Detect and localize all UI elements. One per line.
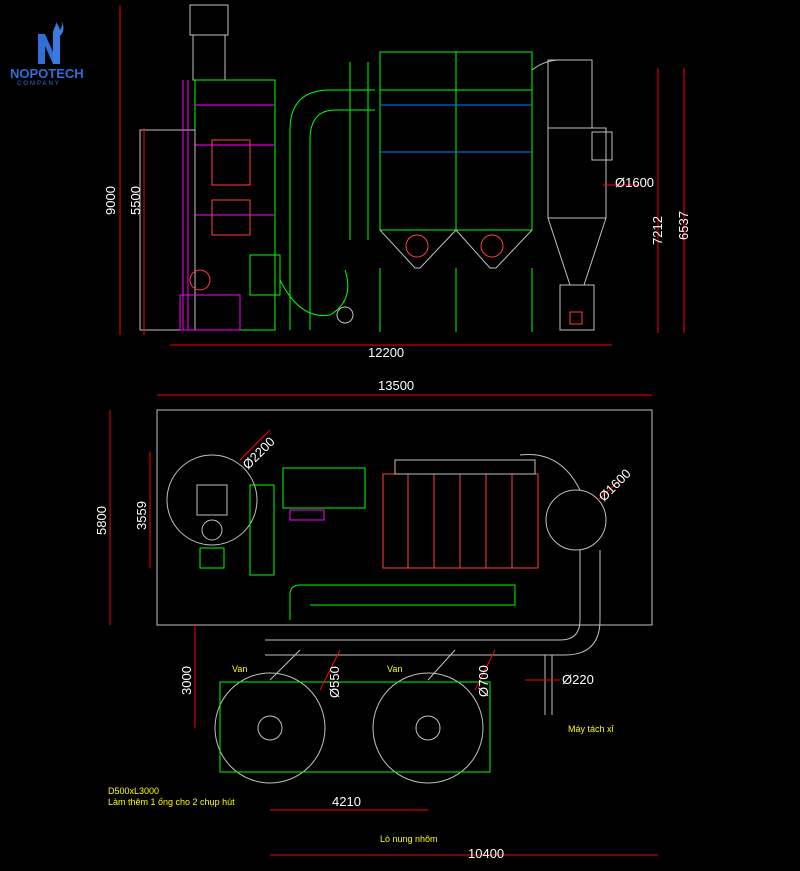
logo-mark xyxy=(36,12,68,64)
dim-10400: 10400 xyxy=(468,846,504,861)
furnace-outline xyxy=(219,681,491,773)
dim-13500: 13500 xyxy=(378,378,414,393)
label-furnace: Lò nung nhôm xyxy=(380,834,438,844)
label-pipe-note: Làm thêm 1 ống cho 2 chụp hút xyxy=(108,797,235,807)
elevation-view: 9000 5500 7212 6537 12200 Ø1600 xyxy=(103,4,691,360)
label-slag-separator: Máy tách xỉ xyxy=(568,724,614,734)
plan-bag-filter xyxy=(382,459,539,569)
plan-view: 13500 5800 3559 Ø2200 Ø1600 3000 Ø550 Ø7… xyxy=(94,378,658,861)
dim-3559: 3559 xyxy=(134,501,149,530)
plan-platform xyxy=(282,467,366,521)
cyclone xyxy=(547,59,613,331)
dim-9000: 9000 xyxy=(103,186,118,215)
plan-dimension-lines xyxy=(109,394,658,856)
elevation-dimension-lines xyxy=(119,5,685,346)
slag-separator xyxy=(525,655,560,715)
plan-cyclone xyxy=(265,453,607,656)
bag-filter xyxy=(379,51,590,332)
dim-dia1600-elevation: Ø1600 xyxy=(615,175,654,190)
dim-4210: 4210 xyxy=(332,794,361,809)
label-van-left: Van xyxy=(232,664,247,674)
hood-right xyxy=(372,649,484,784)
dim-dia550: Ø550 xyxy=(327,666,342,698)
scrubber-tower xyxy=(139,4,281,331)
dim-dia2200: Ø2200 xyxy=(240,434,278,472)
dim-5500: 5500 xyxy=(128,186,143,215)
dim-dia220: Ø220 xyxy=(562,672,594,687)
dim-6537: 6537 xyxy=(676,211,691,240)
dim-12200: 12200 xyxy=(368,345,404,360)
logo-subtitle: COMPANY xyxy=(17,81,61,87)
label-pipe-spec: D500xL3000 xyxy=(108,786,159,796)
ladder xyxy=(349,62,369,240)
elevation-duct xyxy=(279,89,375,330)
logo-text: NOPOTECH xyxy=(10,66,84,81)
plan-scrubber xyxy=(166,454,275,576)
dim-3000: 3000 xyxy=(179,666,194,695)
dim-7212: 7212 xyxy=(650,216,665,245)
label-van-right: Van xyxy=(387,664,402,674)
dim-dia700: Ø700 xyxy=(476,665,491,697)
logo-flame-icon xyxy=(38,14,64,64)
dim-5800: 5800 xyxy=(94,506,109,535)
plan-lower-duct xyxy=(289,584,516,620)
hood-left xyxy=(214,649,326,784)
dim-dia1600-plan: Ø1600 xyxy=(596,466,634,504)
